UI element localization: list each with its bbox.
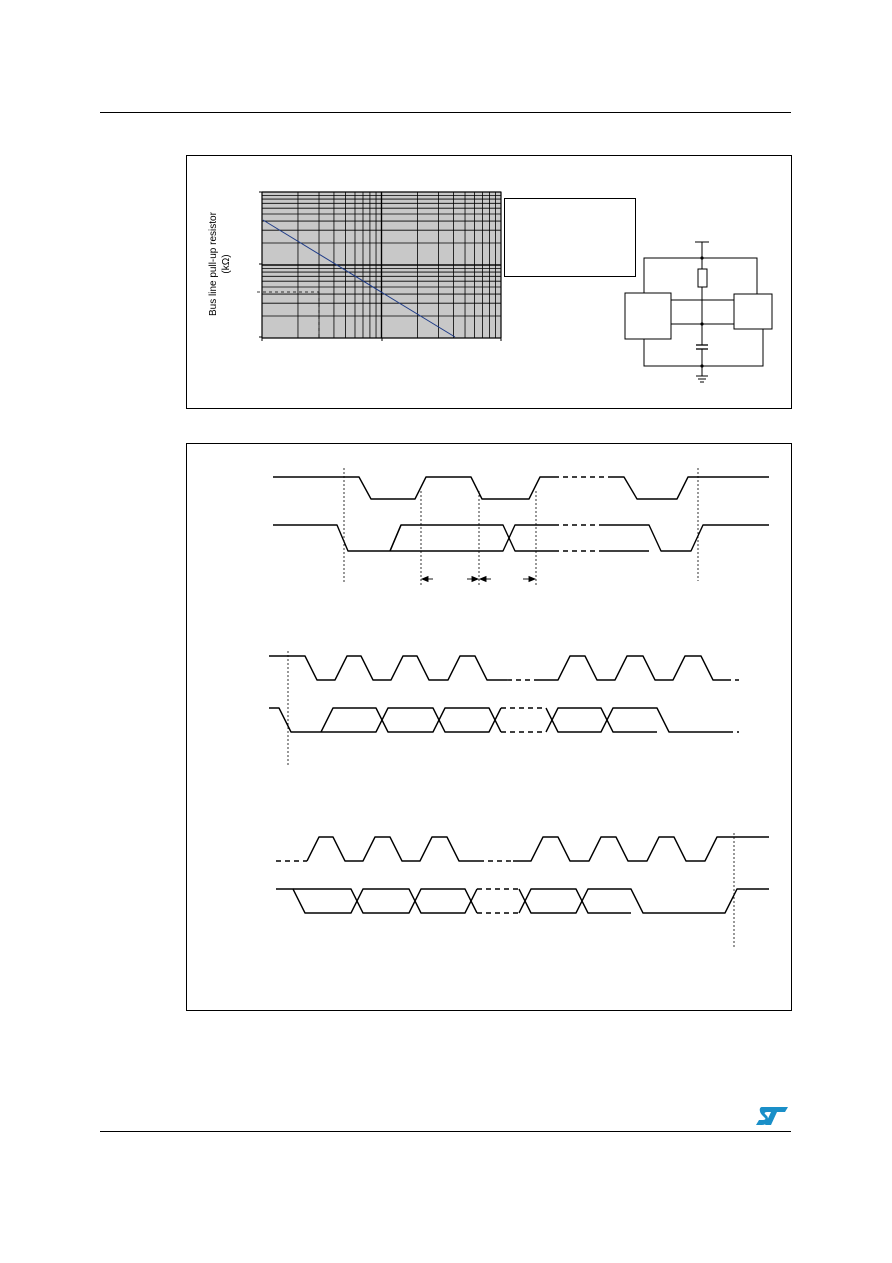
y-axis-label-line2: (kΩ) — [221, 254, 232, 274]
timing-arrowhead — [471, 575, 480, 583]
chart-legend-box — [504, 198, 636, 277]
y-axis-label-line1: Bus line pull-up resistor — [208, 212, 219, 316]
timing-arrowhead — [420, 575, 429, 583]
timing-c-data — [276, 888, 769, 914]
timing-b-clock — [269, 655, 739, 681]
timing-arrowhead — [478, 575, 487, 583]
timing-arrowhead — [528, 575, 537, 583]
chart-horizontal-grid — [262, 191, 501, 339]
chart-curve — [262, 219, 456, 338]
ground-rail — [643, 329, 764, 367]
footer-rule — [100, 1131, 791, 1132]
timing-c-clock — [276, 836, 769, 862]
pullup-resistor-chart — [257, 191, 502, 341]
figure-bus-timing — [186, 443, 792, 1011]
chart-y-axis-label: Bus line pull-up resistor (kΩ) — [207, 212, 233, 316]
timing-a-data — [273, 524, 769, 552]
timing-a-clock — [273, 476, 769, 500]
figure-pullup-resistor: Bus line pull-up resistor (kΩ) — [186, 155, 792, 409]
timing-diagram — [269, 468, 769, 947]
header-rule — [100, 112, 791, 113]
top-rail — [643, 257, 758, 294]
slave-device-block — [733, 293, 773, 330]
master-device-block — [624, 292, 672, 340]
bus-circuit-schematic — [624, 241, 773, 383]
st-logo-icon — [756, 1107, 788, 1125]
pullup-resistor — [697, 268, 708, 288]
timing-b-data — [269, 707, 739, 733]
